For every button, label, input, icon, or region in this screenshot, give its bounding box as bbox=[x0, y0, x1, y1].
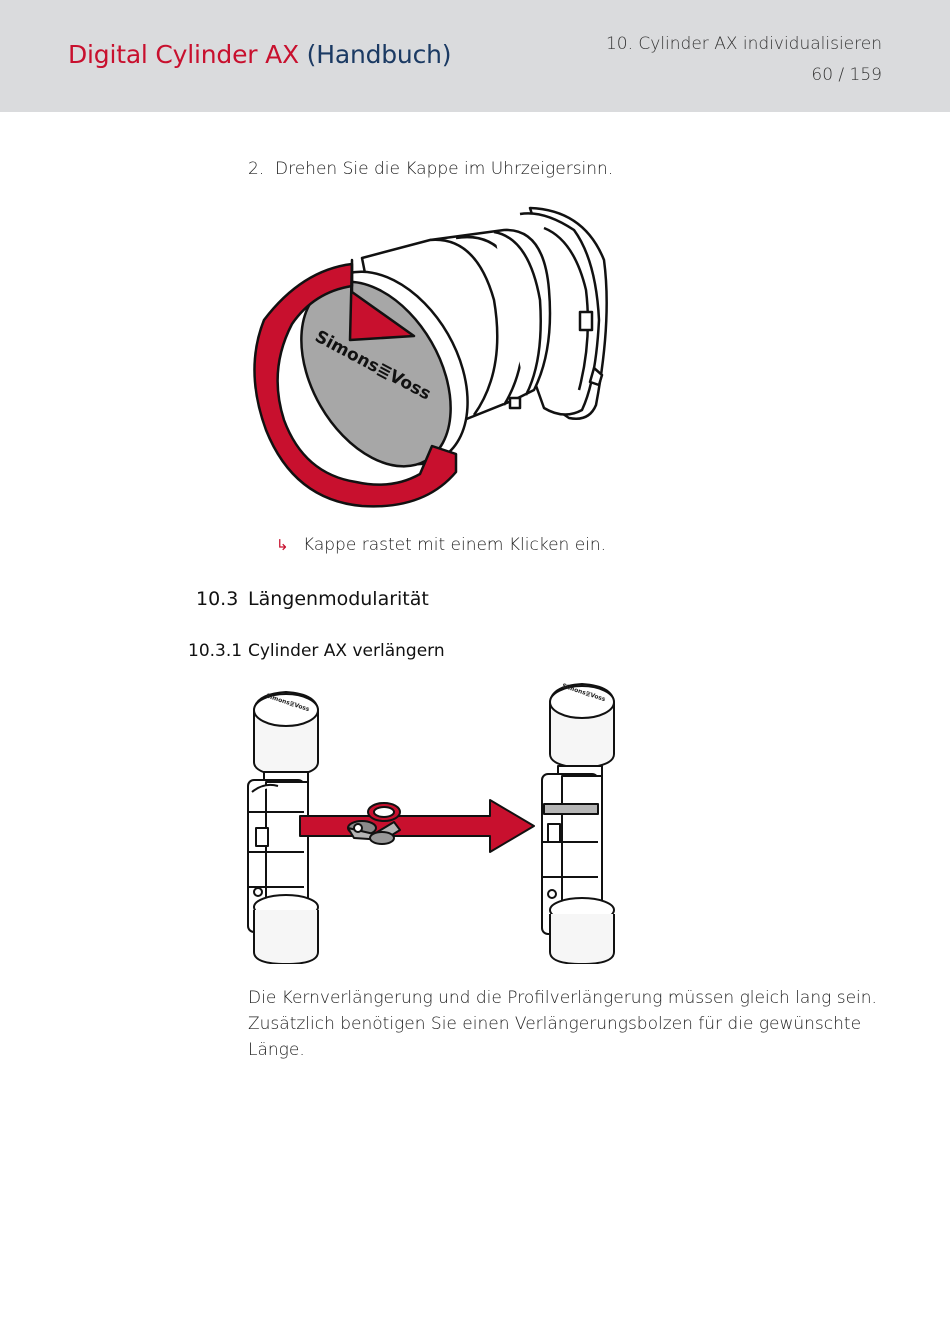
step-result: ↳ Kappe rastet mit einem Klicken ein. bbox=[276, 535, 606, 555]
cylinder-extended bbox=[541, 683, 615, 964]
page-header: Digital Cylinder AX (Handbuch) 10. Cylin… bbox=[0, 0, 950, 112]
cylinder-body bbox=[360, 228, 552, 447]
rotation-arrow-icon bbox=[253, 258, 458, 508]
header-info: 10. Cylinder AX individualisieren 60 / 1… bbox=[606, 29, 882, 91]
cylinder-short bbox=[247, 691, 319, 964]
section-number: 10.3 bbox=[196, 588, 239, 610]
page-number: 60 / 159 bbox=[811, 65, 882, 85]
section-title: Längenmodularität bbox=[248, 588, 429, 610]
extension-part bbox=[347, 802, 401, 845]
result-text: Kappe rastet mit einem Klicken ein. bbox=[303, 535, 607, 555]
chapter-title: 10. Cylinder AX individualisieren bbox=[605, 34, 882, 54]
cylinder-extension-illustration: Simons≣Voss Simons≣Voss bbox=[247, 683, 615, 964]
extension-arrow-icon bbox=[299, 799, 535, 853]
document-type: (Handbuch) bbox=[306, 40, 452, 69]
step-instruction: 2. Drehen Sie die Kappe im Uhrzeigersinn. bbox=[248, 159, 613, 179]
step-number: 2. bbox=[248, 159, 265, 179]
body-paragraph: Die Kernverlängerung und die Profilverlä… bbox=[248, 988, 877, 1060]
subsection-title: Cylinder AX verlängern bbox=[248, 641, 445, 661]
cap-rotation-illustration: Simons≣Voss bbox=[253, 206, 608, 508]
result-arrow-icon: ↳ bbox=[276, 536, 289, 554]
step-text: Drehen Sie die Kappe im Uhrzeigersinn. bbox=[275, 159, 614, 179]
document-title: Digital Cylinder AX (Handbuch) bbox=[68, 40, 452, 69]
subsection-number: 10.3.1 bbox=[188, 641, 243, 661]
product-name: Digital Cylinder AX bbox=[68, 40, 299, 69]
